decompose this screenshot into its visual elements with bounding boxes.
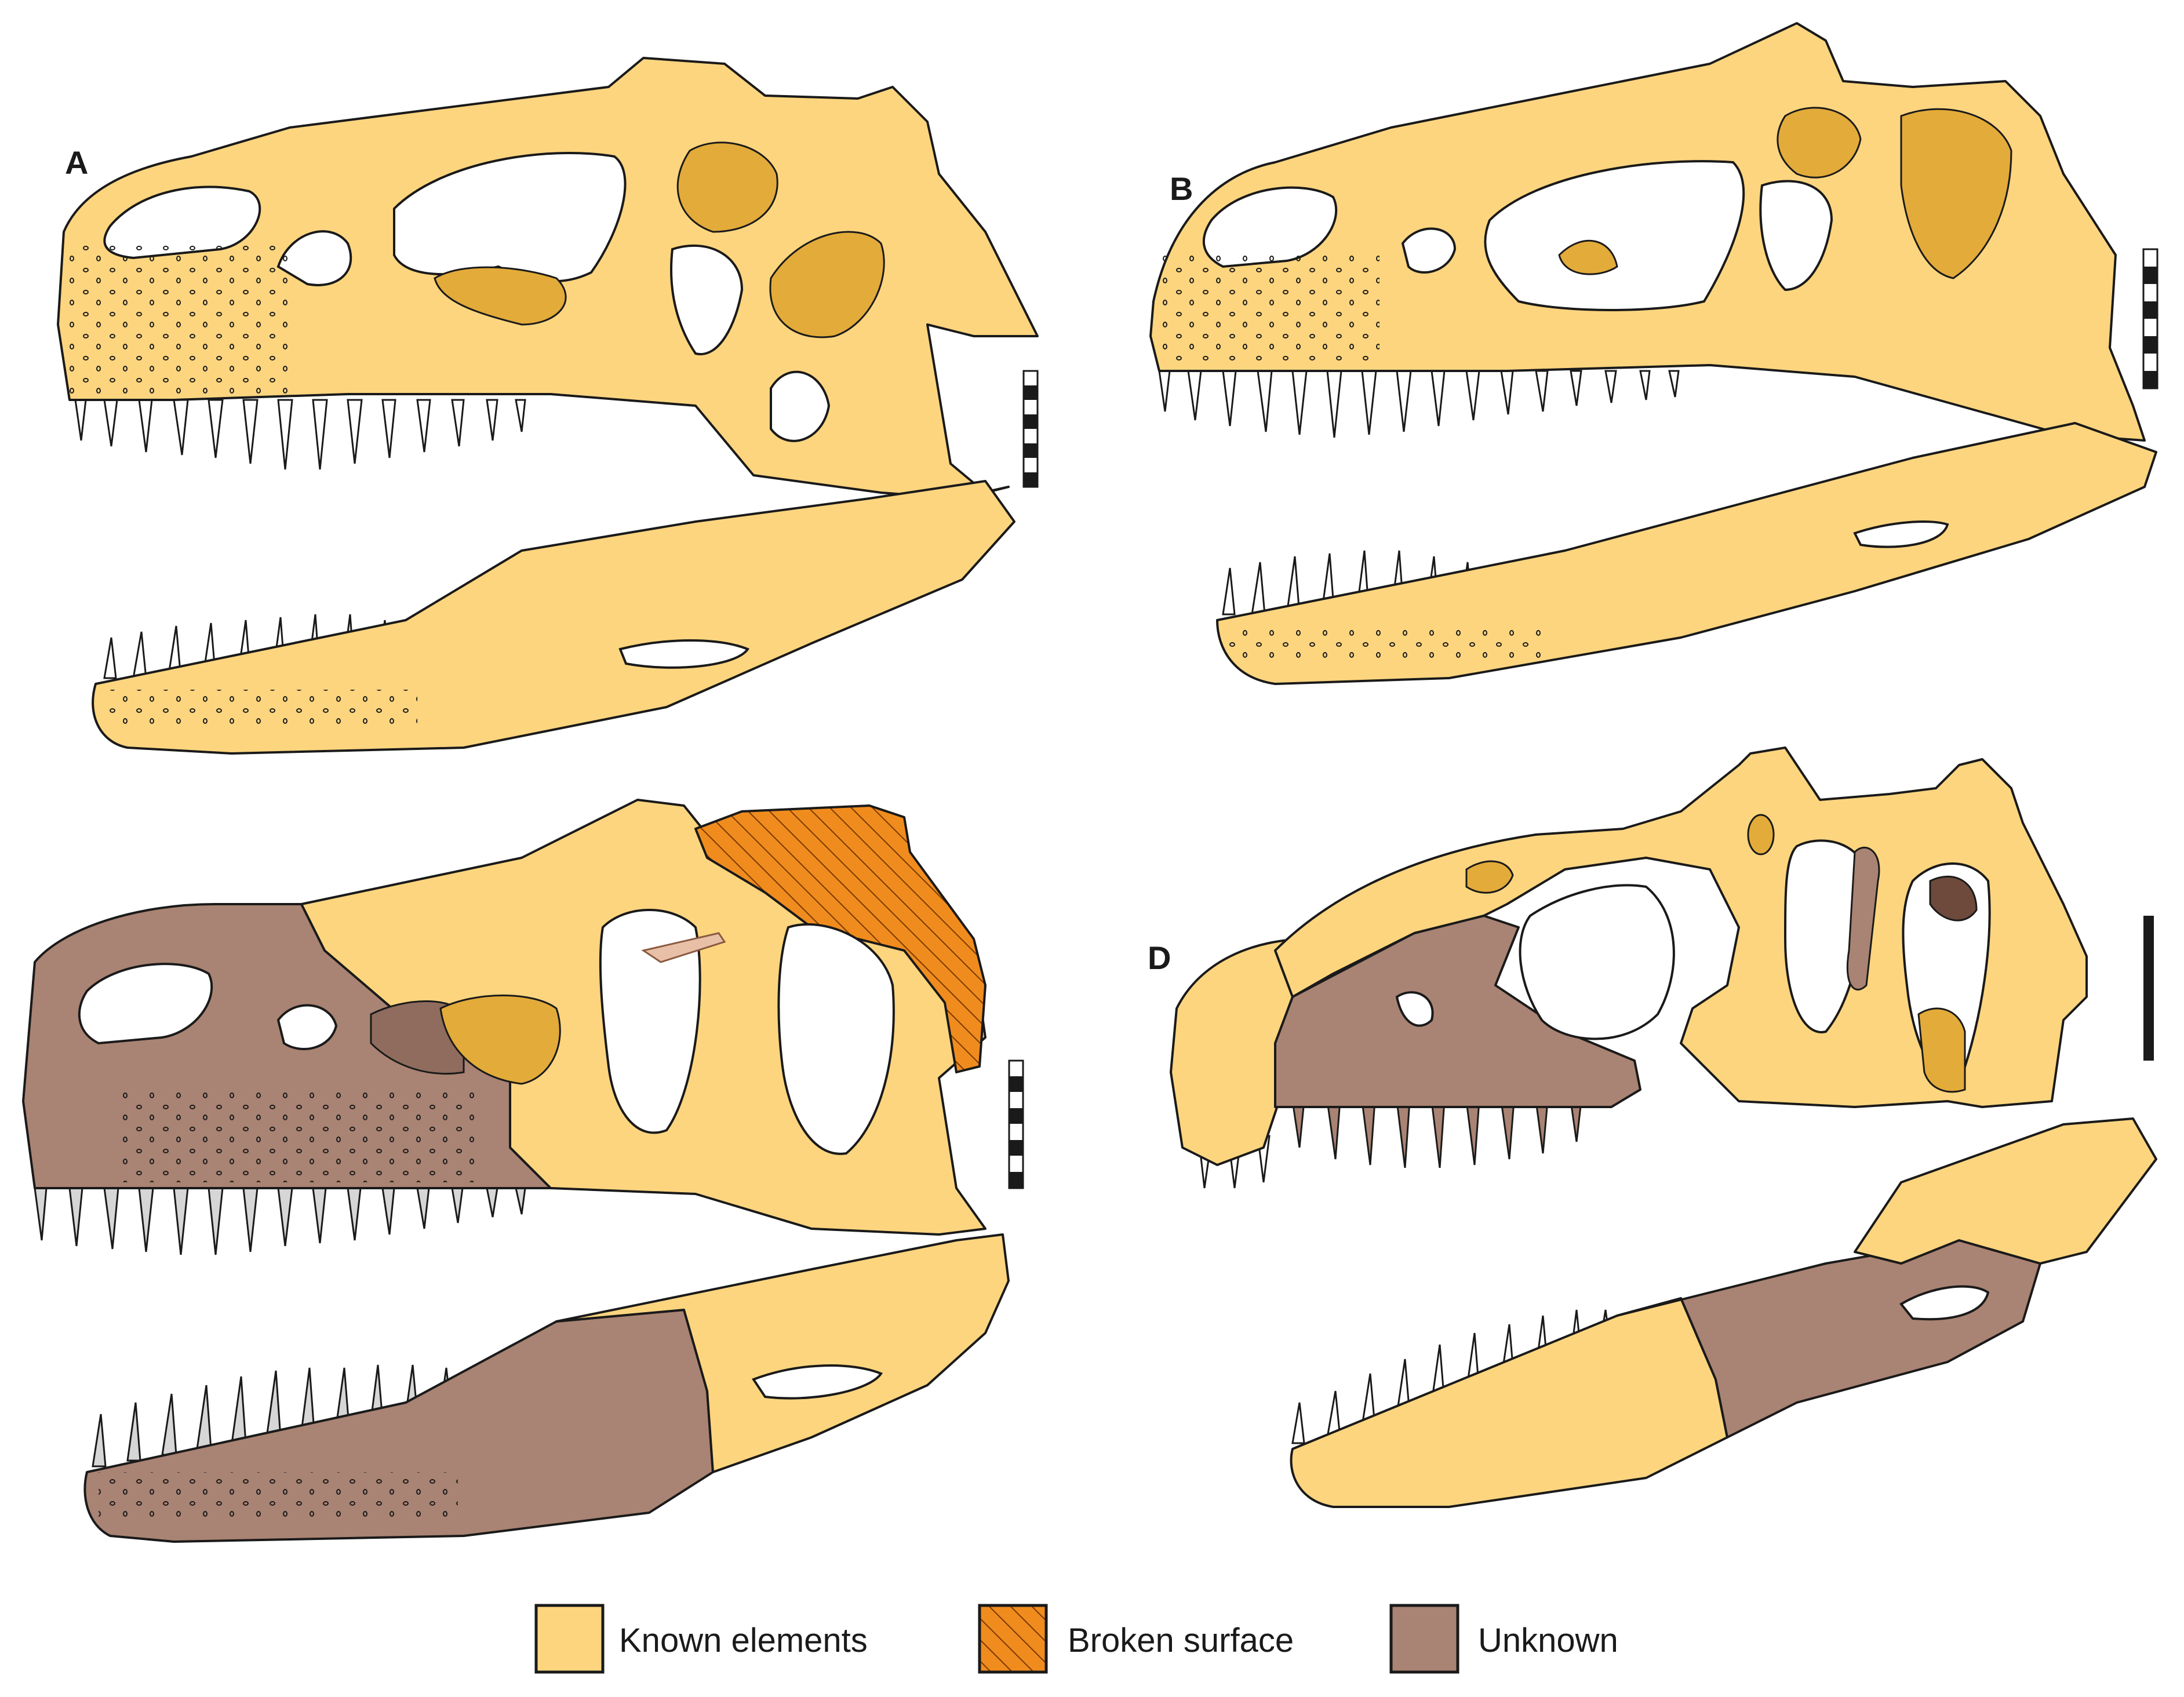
- legend-item-unknown: Unknown: [1389, 1604, 1618, 1674]
- orbit-b: [1777, 107, 1862, 179]
- panel-b: B: [1149, 22, 2158, 685]
- texture-c: [116, 1090, 475, 1182]
- panel-c: C: [22, 799, 1024, 1543]
- dentary-texture-a: [104, 690, 417, 730]
- legend-item-broken: Broken surface: [978, 1604, 1294, 1674]
- legend-label-known: Known elements: [619, 1622, 868, 1659]
- upper-teeth-c: [34, 1187, 526, 1255]
- quadrate-foramen-a: [770, 370, 831, 442]
- foramen-d: [1747, 814, 1775, 855]
- scale-bar-d: [2143, 916, 2154, 1061]
- lower-temporal-b: [1759, 180, 1833, 292]
- infratemporal-a: [769, 231, 885, 338]
- legend: Known elements Broken surface Unknown: [534, 1604, 1618, 1674]
- antorbital-small-c: [276, 1004, 338, 1050]
- mandibular-fenestra-d: [1899, 1285, 1990, 1321]
- dentary-texture-c: [99, 1472, 458, 1518]
- lateral-temporal-d-interior: [1929, 875, 1978, 922]
- antorbital-small-b: [1401, 227, 1457, 274]
- scale-bar-b: [2142, 248, 2158, 389]
- legend-swatch-known: [534, 1604, 605, 1674]
- mandible-d-known: [1854, 1117, 2157, 1265]
- legend-label-unknown: Unknown: [1478, 1622, 1618, 1659]
- sclerotic-ring-c: [641, 932, 726, 963]
- dentary-texture-b: [1223, 626, 1548, 661]
- lateral-temporal-c: [777, 923, 895, 1155]
- antorbital-small-a: [276, 230, 352, 286]
- mandibular-fenestra-c: [751, 1364, 883, 1400]
- antorbital-fenestra-d: [1519, 884, 1675, 1040]
- upper-teeth-a: [74, 399, 526, 470]
- mandible-c-known: [555, 1233, 1010, 1473]
- panel-a: A: [57, 57, 1039, 755]
- panel-d: D: [1148, 746, 2157, 1508]
- lacrimal-recess-b: [1558, 239, 1618, 275]
- lacrimal-recess-c: [439, 995, 561, 1085]
- mandibular-fenestra-b: [1853, 520, 1949, 548]
- orbit-a: [676, 141, 778, 233]
- texture-b: [1159, 255, 1379, 365]
- mandible-b: [1216, 422, 2157, 685]
- legend-item-known: Known elements: [534, 1604, 868, 1674]
- legend-swatch-broken: [978, 1604, 1048, 1674]
- lacrimal-recess-a: [434, 266, 567, 326]
- legend-label-broken: Broken surface: [1068, 1622, 1294, 1659]
- nasal-recess-d: [1465, 860, 1514, 894]
- mandible-a: [92, 480, 1015, 755]
- premaxilla-d: [1170, 938, 1328, 1166]
- legend-swatch-unknown: [1389, 1604, 1459, 1674]
- texture-a: [70, 243, 290, 394]
- external-naris-c: [78, 963, 213, 1045]
- lower-temporal-a: [670, 244, 744, 356]
- upper-teeth-d-unknown: [1291, 1100, 1582, 1168]
- antorbital-recess-c: [370, 1000, 465, 1075]
- upper-teeth-b: [1158, 370, 1680, 438]
- scale-bar-a: [1022, 370, 1039, 488]
- panel-label-d: D: [1148, 939, 1171, 976]
- quadrate-d: [1917, 1007, 1966, 1093]
- orbit-d-interior: [1846, 846, 1880, 990]
- nasal-lacrimal-d: [1274, 746, 2088, 1108]
- panel-label-a: A: [65, 144, 88, 181]
- scale-bar-c: [1008, 1059, 1024, 1189]
- external-naris-b: [1203, 186, 1338, 268]
- orbit-c: [599, 909, 701, 1134]
- infratemporal-b: [1900, 108, 2012, 279]
- lower-teeth-c: [92, 1364, 452, 1467]
- broken-surface-c: [694, 804, 987, 1073]
- antorbital-fenestra-b: [1484, 160, 1745, 311]
- panel-label-b: B: [1170, 170, 1193, 207]
- maxillary-fenestra-d: [1395, 991, 1434, 1027]
- mandibular-fenestra-a: [618, 639, 750, 669]
